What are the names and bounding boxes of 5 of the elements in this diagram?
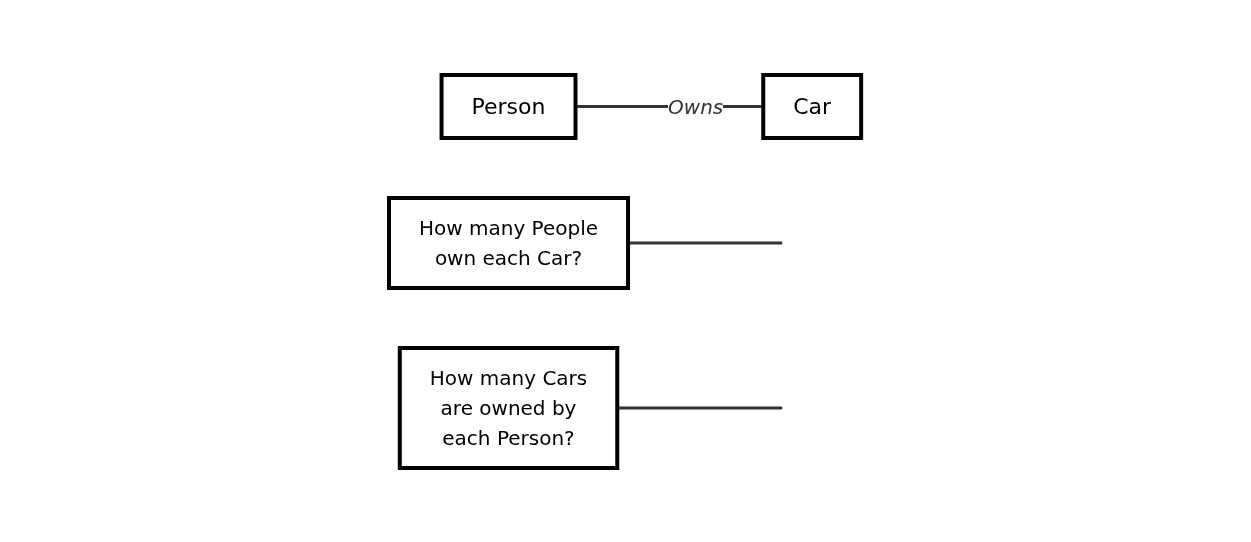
node-box: How many People own each Car? bbox=[387, 195, 631, 290]
node-box: How many Cars are owned by each Person? bbox=[398, 345, 620, 470]
node-box: Car bbox=[761, 72, 864, 140]
node-box: Person bbox=[440, 72, 578, 140]
edge-label: Owns bbox=[668, 94, 724, 118]
